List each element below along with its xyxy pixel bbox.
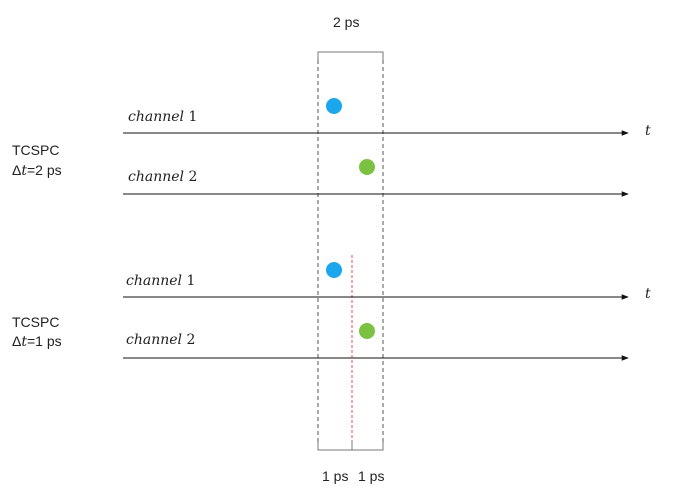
channel-name: channel xyxy=(128,169,184,185)
dt-value: =2 ps xyxy=(27,162,62,178)
panel1-channel2-label: channel 2 xyxy=(128,169,197,185)
channel-name: channel xyxy=(126,273,182,289)
channel-name: channel xyxy=(128,109,184,125)
bracket-bottom-left xyxy=(317,442,353,451)
bracket-bottom-left-label: 1 ps xyxy=(322,468,349,484)
photon-dot-panel1-channel1 xyxy=(326,98,342,114)
channel-number: 2 xyxy=(188,169,198,185)
delta-symbol: Δ xyxy=(12,162,22,178)
panel1-method-label: TCSPC xyxy=(12,142,60,158)
bracket-top-label: 2 ps xyxy=(333,14,360,30)
bracket-bottom-right-label: 1 ps xyxy=(358,468,385,484)
dt-variable: t xyxy=(21,163,27,179)
panel1-channel1-label: channel 1 xyxy=(128,109,197,125)
bracket-bottom-right xyxy=(351,442,384,451)
photon-dot-panel2-channel1 xyxy=(326,262,342,278)
photon-dot-panel1-channel2 xyxy=(359,159,375,175)
channel-number: 2 xyxy=(186,332,196,348)
panel2-method-label: TCSPC xyxy=(12,314,60,330)
channel-number: 1 xyxy=(188,109,198,125)
photon-dot-panel2-channel2 xyxy=(359,323,375,339)
dt-variable: t xyxy=(21,334,27,350)
panel2-channel1-label: channel 1 xyxy=(126,273,195,289)
panel2-time-axis-label: t xyxy=(645,286,651,302)
panel2-channel2-label: channel 2 xyxy=(126,332,195,348)
panel1-dt-label: Δt=2 ps xyxy=(12,162,62,179)
panel1-time-axis-label: t xyxy=(645,123,651,139)
channel-name: channel xyxy=(126,332,182,348)
bracket-top xyxy=(317,51,384,60)
dt-value: =1 ps xyxy=(27,333,62,349)
channel-number: 1 xyxy=(186,273,196,289)
delta-symbol: Δ xyxy=(12,333,22,349)
panel2-dt-label: Δt=1 ps xyxy=(12,333,62,350)
